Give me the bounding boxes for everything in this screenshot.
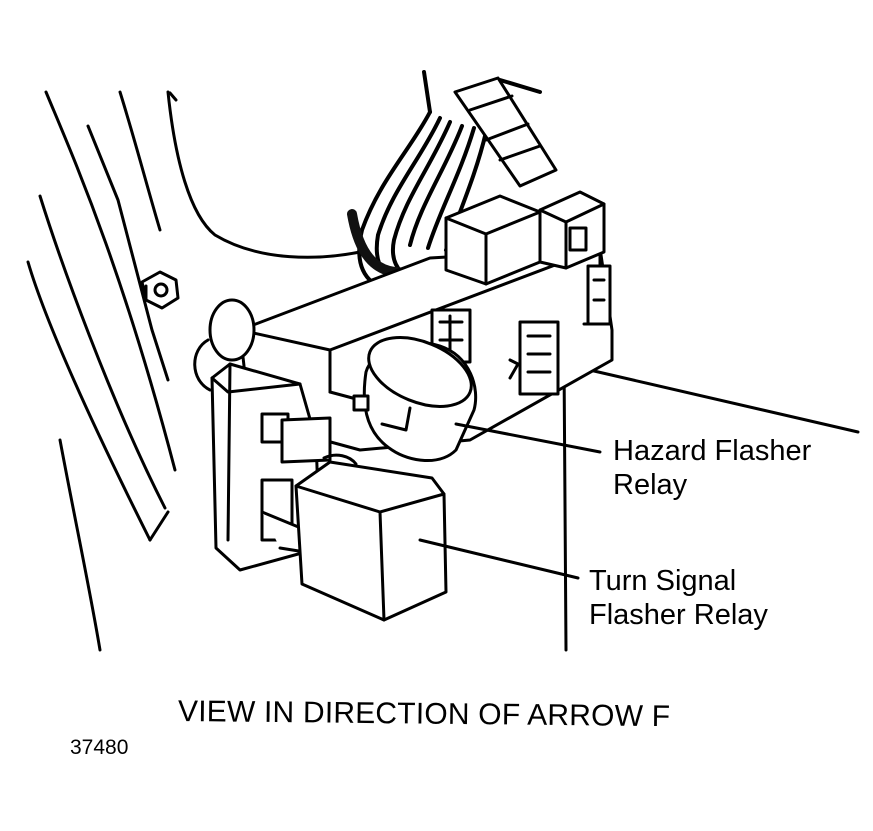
hazard-flasher-relay (352, 336, 478, 463)
turn-signal-flasher-relay (294, 453, 448, 622)
door-pillar (26, 90, 177, 652)
view-caption: VIEW IN DIRECTION OF ARROW F (177, 695, 671, 734)
figure-number: 37480 (70, 736, 129, 759)
turn-signal-flasher-relay-label: Turn Signal Flasher Relay (589, 565, 768, 632)
hazard-leader-line (454, 422, 602, 454)
hazard-flasher-relay-label: Hazard Flasher Relay (613, 435, 812, 502)
harness-connector (453, 76, 558, 188)
leader-lines (418, 422, 602, 580)
top-relays (444, 190, 612, 326)
mounting-bolt (140, 270, 180, 310)
turn-signal-leader-line (418, 538, 580, 580)
body-panel (166, 90, 860, 652)
